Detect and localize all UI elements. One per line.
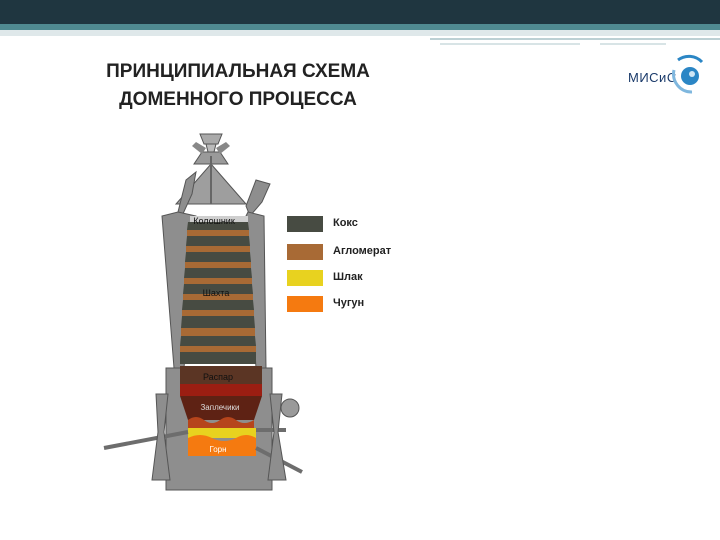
legend-swatch-iron: [287, 296, 323, 312]
left-tap-pipe: [103, 430, 189, 450]
label-shaft: Шахта: [203, 288, 230, 298]
header-shine-stripe: [0, 30, 720, 36]
legend-swatch-sinter: [287, 244, 323, 260]
slide-title: ПРИНЦИПИАЛЬНАЯ СХЕМА ДОМЕННОГО ПРОЦЕССА: [48, 58, 428, 114]
logo-text: МИСиС: [628, 70, 677, 85]
hearth-iron: [188, 435, 256, 456]
belly-red-zone: [180, 384, 262, 396]
legend-label-sinter: Агломерат: [333, 245, 392, 257]
legend-item-sinter: Агломерат: [287, 244, 427, 260]
right-uptake: [245, 179, 271, 217]
throat-space: [190, 216, 248, 222]
legend-item-slag: Шлак: [287, 270, 427, 286]
bustle-pipe-circle: [280, 398, 300, 418]
misis-logo: МИСиС: [628, 52, 708, 98]
legend-swatch-slag: [287, 270, 323, 286]
right-support-column: [267, 393, 287, 481]
hearth-slag: [188, 428, 256, 438]
legend-item-coke: Кокс: [287, 216, 427, 232]
belly-zone: [180, 366, 262, 384]
title-line-2: ДОМЕННОГО ПРОЦЕССА: [119, 89, 357, 110]
legend-item-iron: Чугун: [287, 296, 427, 312]
melt-wave: [188, 417, 254, 428]
legend-swatch-coke: [287, 216, 323, 232]
logo-emblem-icon: [672, 54, 704, 94]
title-line-1: ПРИНЦИПИАЛЬНАЯ СХЕМА: [106, 61, 370, 82]
label-top: Колошник: [193, 216, 235, 226]
header-bar: [0, 0, 720, 24]
header-accent-stripe: [0, 24, 720, 30]
legend-label-iron: Чугун: [333, 297, 365, 309]
blast-furnace-diagram: Колошник Шахта Распар Заплечики Горн: [103, 133, 303, 491]
label-belly: Распар: [203, 372, 233, 382]
left-support-column: [151, 393, 171, 481]
bosh-zone: [180, 396, 262, 420]
header-decor-lines: [0, 36, 720, 45]
shaft-charge-layers: [180, 222, 256, 364]
label-bosh: Заплечики: [200, 403, 239, 412]
legend-label-coke: Кокс: [333, 217, 358, 229]
charging-bell-assembly: [174, 133, 248, 205]
legend-label-slag: Шлак: [333, 271, 363, 283]
label-hearth: Горн: [209, 445, 226, 454]
left-uptake: [177, 170, 197, 217]
